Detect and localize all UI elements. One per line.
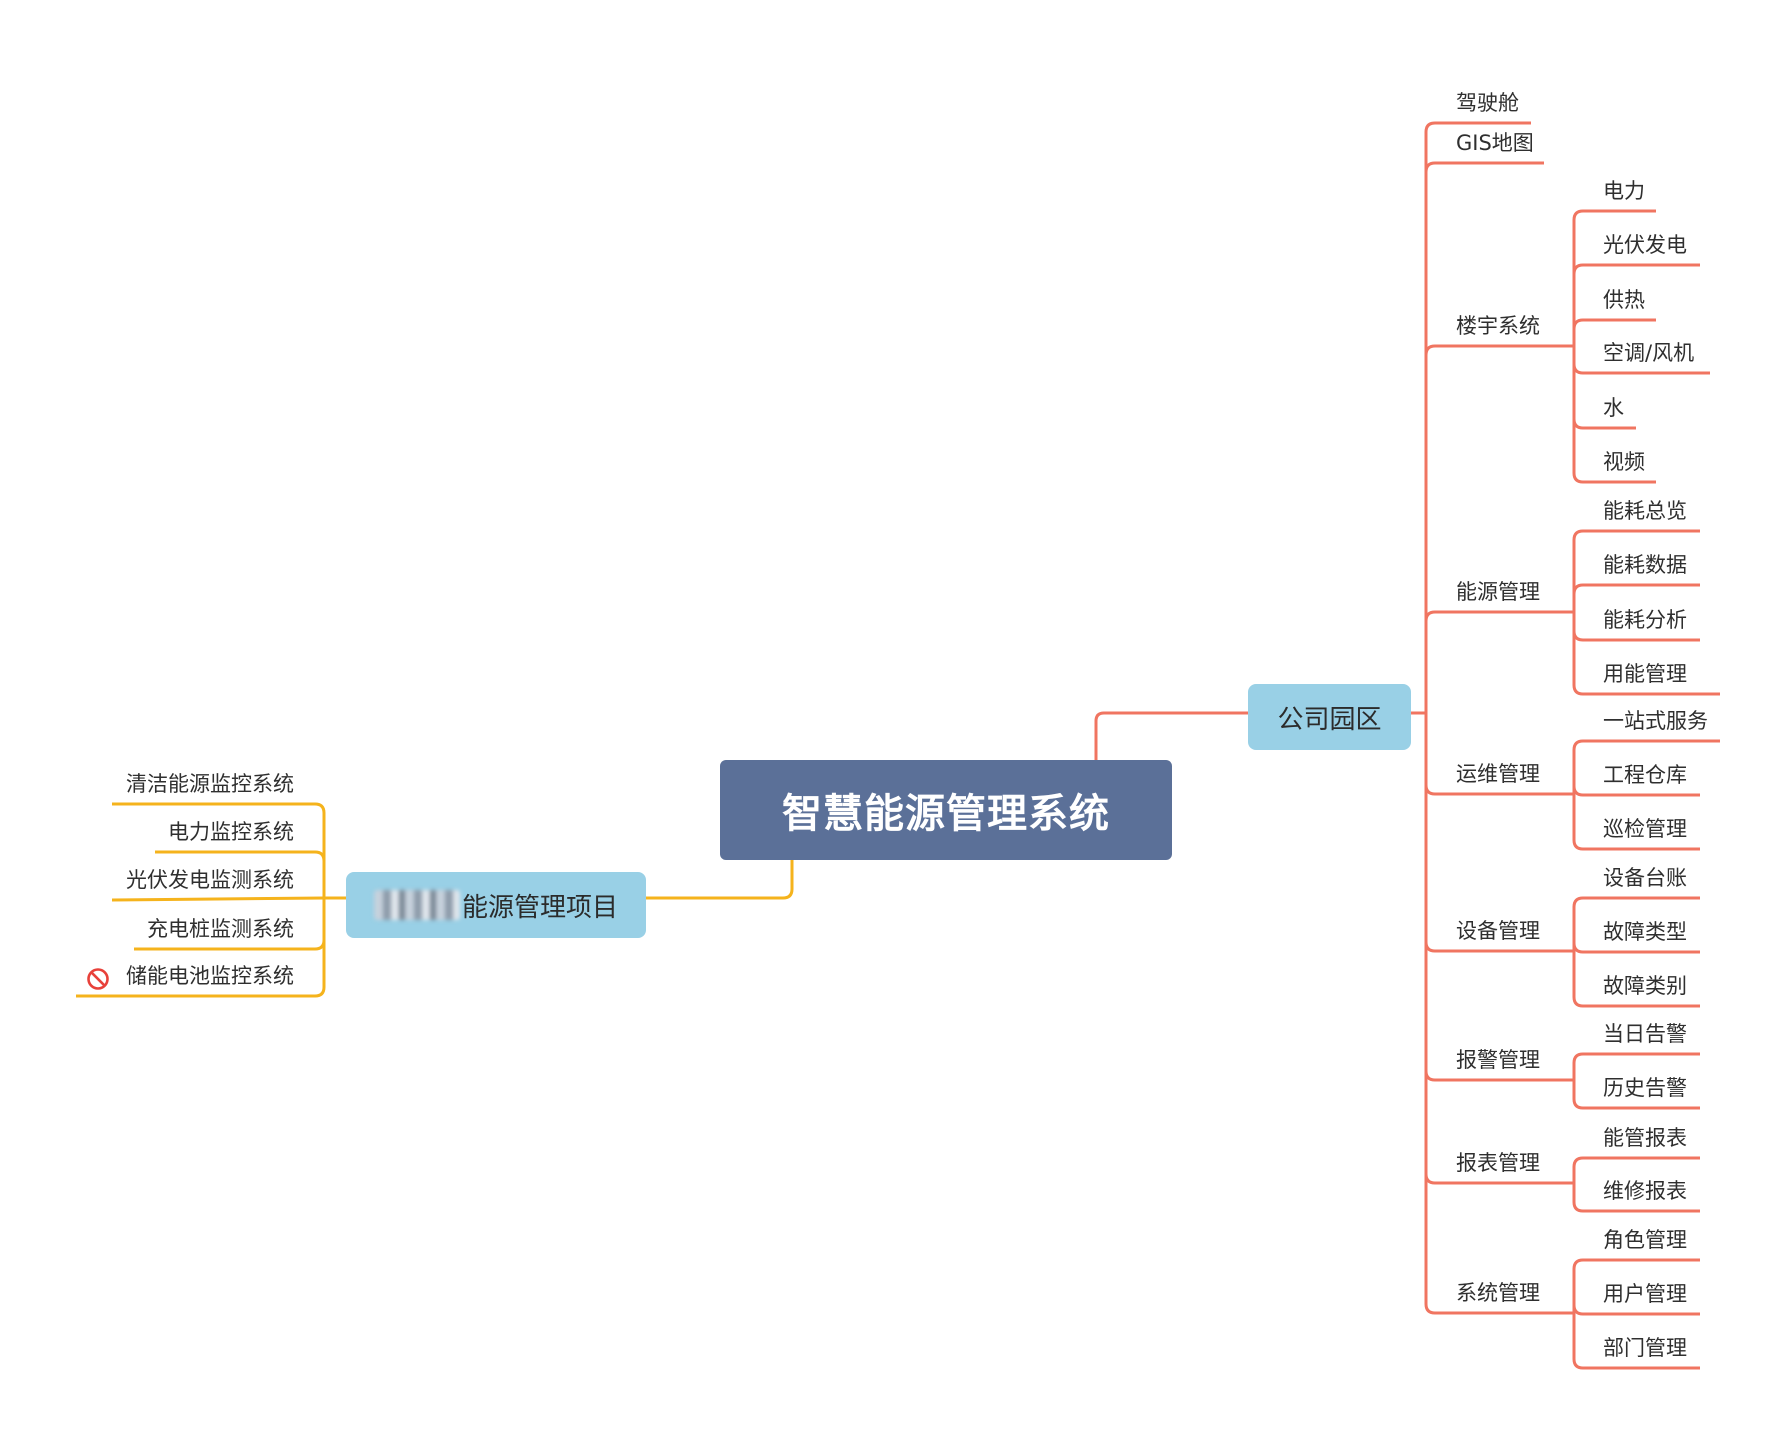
leaf-2-3[interactable]: 空调/风机 [1603,341,1695,365]
leaf-4-0[interactable]: 一站式服务 [1603,709,1708,733]
connector-l2-7-0 [1572,1156,1700,1183]
subtopic-4[interactable]: 运维管理 [1456,762,1540,786]
connector-l2-7-1 [1572,1183,1700,1213]
connector-l2-8-1 [1572,1303,1700,1316]
connector-l2-2-5 [1572,346,1656,484]
root-topic[interactable]: 智慧能源管理系统 [720,760,1172,860]
connector-l2-2-1 [1572,263,1700,346]
leaf-2-2[interactable]: 供热 [1603,288,1645,312]
subtopic-5[interactable]: 设备管理 [1456,919,1540,943]
connector-left-1 [155,850,326,898]
connector-l2-2-0 [1572,209,1656,346]
connector-l2-8-2 [1572,1313,1700,1370]
subtopic-3[interactable]: 能源管理 [1456,580,1540,604]
stop-icon [87,968,109,990]
leaf-8-0[interactable]: 角色管理 [1603,1228,1687,1252]
root-topic-label: 智慧能源管理系统 [782,791,1110,837]
connector-l2-3-0 [1572,529,1700,612]
leaf-6-1[interactable]: 历史告警 [1603,1076,1687,1100]
project-item-4[interactable]: 储能电池监控系统 [126,964,294,988]
leaf-3-0[interactable]: 能耗总览 [1603,499,1687,523]
connector-left-4 [76,898,326,998]
leaf-4-2[interactable]: 巡检管理 [1603,817,1687,841]
leaf-7-0[interactable]: 能管报表 [1603,1126,1687,1150]
connector-l2-6-1 [1572,1080,1700,1110]
connector-l2-2-2 [1572,318,1656,346]
connector-l2-3-3 [1572,612,1720,696]
connector-root-park [1094,711,1248,760]
leaf-5-1[interactable]: 故障类型 [1603,920,1687,944]
leaf-3-1[interactable]: 能耗数据 [1603,553,1687,577]
connector-left-0 [112,802,326,898]
leaf-4-1[interactable]: 工程仓库 [1603,763,1687,787]
connector-root-project [646,860,794,900]
leaf-8-1[interactable]: 用户管理 [1603,1282,1687,1306]
leaf-2-1[interactable]: 光伏发电 [1603,233,1687,257]
connector-l1-2 [1424,344,1571,713]
connector-l2-5-0 [1572,896,1700,951]
subtopic-6[interactable]: 报警管理 [1456,1048,1540,1072]
connector-l2-3-1 [1572,583,1700,612]
connector-l2-4-1 [1572,784,1700,797]
connector-l2-5-1 [1572,941,1700,954]
connector-l2-6-0 [1572,1052,1700,1080]
connector-l2-4-0 [1572,739,1720,794]
leaf-5-0[interactable]: 设备台账 [1603,866,1687,890]
connector-l1-8 [1424,713,1571,1315]
redacted-text [373,890,460,920]
leaf-8-2[interactable]: 部门管理 [1603,1336,1687,1360]
leaf-2-5[interactable]: 视频 [1603,450,1645,474]
project-item-3[interactable]: 充电桩监测系统 [147,917,294,941]
connector-l1-3 [1424,610,1571,713]
leaf-3-2[interactable]: 能耗分析 [1603,608,1687,632]
connector-l1-1 [1424,161,1544,713]
project-item-1[interactable]: 电力监控系统 [168,820,294,844]
leaf-2-4[interactable]: 水 [1603,396,1624,420]
leaf-5-2[interactable]: 故障类别 [1603,974,1687,998]
project-item-2[interactable]: 光伏发电监测系统 [126,868,294,892]
main-topic-label: 公司园区 [1277,704,1382,735]
project-item-0[interactable]: 清洁能源监控系统 [126,772,294,796]
connector-left-2 [111,896,325,902]
main-topic-company-park[interactable]: 公司园区 [1248,684,1411,750]
connector-l1-0 [1424,121,1531,713]
subtopic-2[interactable]: 楼宇系统 [1456,314,1540,338]
main-topic-energy-project[interactable]: 能源管理项目 [346,872,646,938]
main-topic-label: 能源管理项目 [461,892,618,923]
connector-l2-8-0 [1572,1258,1700,1313]
leaf-7-1[interactable]: 维修报表 [1603,1179,1687,1203]
connector-l2-4-2 [1572,794,1700,851]
subtopic-1[interactable]: GIS地图 [1456,131,1534,155]
subtopic-7[interactable]: 报表管理 [1456,1151,1540,1175]
subtopic-8[interactable]: 系统管理 [1456,1281,1540,1305]
leaf-2-0[interactable]: 电力 [1603,179,1645,203]
leaf-3-3[interactable]: 用能管理 [1603,662,1687,686]
leaf-6-0[interactable]: 当日告警 [1603,1022,1687,1046]
subtopic-0[interactable]: 驾驶舱 [1456,91,1519,115]
connector-l1-5 [1424,713,1571,953]
connector-l2-5-2 [1572,951,1700,1008]
